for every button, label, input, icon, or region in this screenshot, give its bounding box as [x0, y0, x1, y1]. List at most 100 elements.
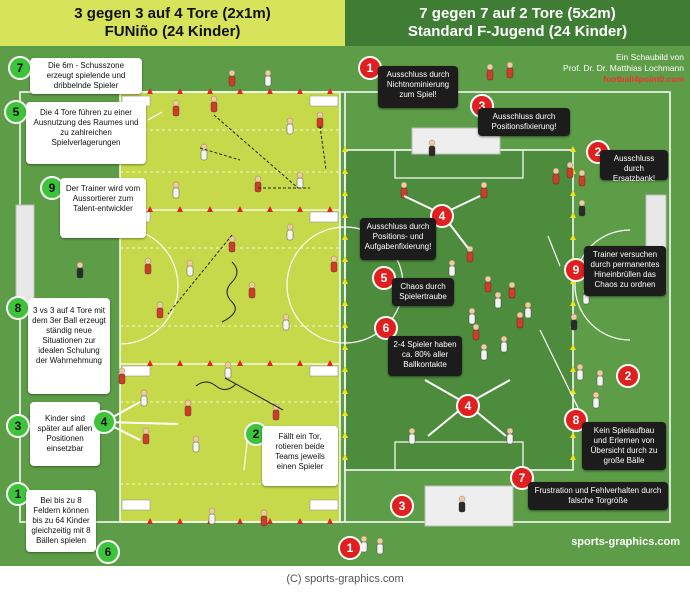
cone	[207, 206, 213, 212]
cone	[297, 206, 303, 212]
cone	[297, 88, 303, 94]
arrow-dribble-1	[221, 261, 238, 323]
player-head	[596, 369, 604, 377]
player-body	[376, 543, 384, 555]
cone	[342, 146, 348, 152]
player-body	[260, 515, 268, 527]
note-left-8: 3 vs 3 auf 4 Tore mit dem 3er Ball erzeu…	[28, 298, 110, 394]
player-body	[186, 265, 194, 277]
standard-field	[344, 149, 574, 471]
player-body	[264, 75, 272, 87]
cone	[342, 234, 348, 240]
player-head	[286, 223, 294, 231]
player-body	[248, 287, 256, 299]
player-head	[172, 99, 180, 107]
arrow-pass-1	[213, 114, 299, 189]
cone	[342, 454, 348, 460]
player-body	[224, 367, 232, 379]
player-body	[448, 265, 456, 277]
badge-left-6: 6	[96, 540, 120, 564]
header-left-line2: FUNiño (24 Kinder)	[104, 23, 241, 40]
player-head	[524, 301, 532, 309]
player-body	[210, 101, 218, 113]
cones	[147, 88, 576, 524]
cone	[342, 388, 348, 394]
player-head	[494, 291, 502, 299]
bottom-penalty-area	[394, 441, 524, 471]
pointer-note-5	[147, 111, 163, 121]
player-body	[286, 123, 294, 135]
player-head	[172, 181, 180, 189]
mini-goal	[309, 95, 339, 107]
player-head	[360, 535, 368, 543]
player-head	[468, 307, 476, 315]
player-head	[210, 95, 218, 103]
player-body	[172, 187, 180, 199]
cone	[267, 88, 273, 94]
player-body	[272, 409, 280, 421]
player-head	[296, 171, 304, 179]
player-head	[142, 427, 150, 435]
cone	[267, 360, 273, 366]
player-body	[118, 373, 126, 385]
badge-right-4: 4	[430, 204, 454, 228]
player-body	[140, 395, 148, 407]
cone	[147, 518, 153, 524]
player-head	[192, 435, 200, 443]
player-head	[330, 255, 338, 263]
player-head	[282, 313, 290, 321]
cone	[342, 344, 348, 350]
funino-mini-goals	[121, 95, 339, 511]
cone	[177, 88, 183, 94]
arrow-dribble-2	[195, 381, 237, 390]
cone	[570, 212, 576, 218]
header-standard: 7 gegen 7 auf 2 Tore (5x2m) Standard F-J…	[345, 0, 690, 46]
player-body	[408, 433, 416, 445]
cone	[570, 432, 576, 438]
player-head	[500, 335, 508, 343]
player-body	[428, 145, 436, 157]
cone	[237, 88, 243, 94]
note-left-3: Kinder sind später auf allen Positionen …	[30, 402, 100, 466]
player-body	[142, 433, 150, 445]
cone	[297, 518, 303, 524]
note-left-7: Die 6m - Schusszone erzeugt spielende un…	[30, 58, 142, 94]
arrow-pass-2	[167, 234, 233, 315]
cone	[570, 344, 576, 350]
pointer-note-r8	[539, 329, 581, 413]
author-credit: Ein Schaubild von Prof. Dr. Dr. Matthias…	[530, 52, 684, 85]
player-body	[458, 501, 466, 513]
brand-label: sports-graphics.com	[571, 536, 680, 548]
note-right-7: Frustration und Fehlverhalten durch fals…	[528, 482, 668, 510]
cone	[207, 88, 213, 94]
player-head	[486, 63, 494, 71]
cone	[342, 278, 348, 284]
player-body	[500, 341, 508, 353]
player-head	[186, 259, 194, 267]
cone	[342, 190, 348, 196]
badge-right-2b: 2	[616, 364, 640, 388]
player-head	[260, 509, 268, 517]
player-body	[570, 319, 578, 331]
player-head	[254, 175, 262, 183]
player-body	[76, 267, 84, 279]
arrow-pass-4	[224, 377, 284, 411]
player-head	[224, 361, 232, 369]
player-head	[506, 427, 514, 435]
bottom-standard-goal	[424, 485, 514, 527]
player-body	[480, 349, 488, 361]
cone	[327, 206, 333, 212]
cone	[267, 518, 273, 524]
cone	[342, 432, 348, 438]
badge-right-5: 5	[372, 266, 396, 290]
note-left-2: Fällt ein Tor, rotieren beide Teams jewe…	[262, 426, 338, 486]
note-right-5: Chaos durch Spielertraube	[392, 278, 454, 306]
cone	[570, 190, 576, 196]
badge-left-3: 3	[6, 414, 30, 438]
arrow-white-10	[103, 421, 179, 425]
cone	[570, 234, 576, 240]
cone	[570, 146, 576, 152]
player-body	[472, 329, 480, 341]
player-body	[566, 167, 574, 179]
player-head	[506, 61, 514, 69]
